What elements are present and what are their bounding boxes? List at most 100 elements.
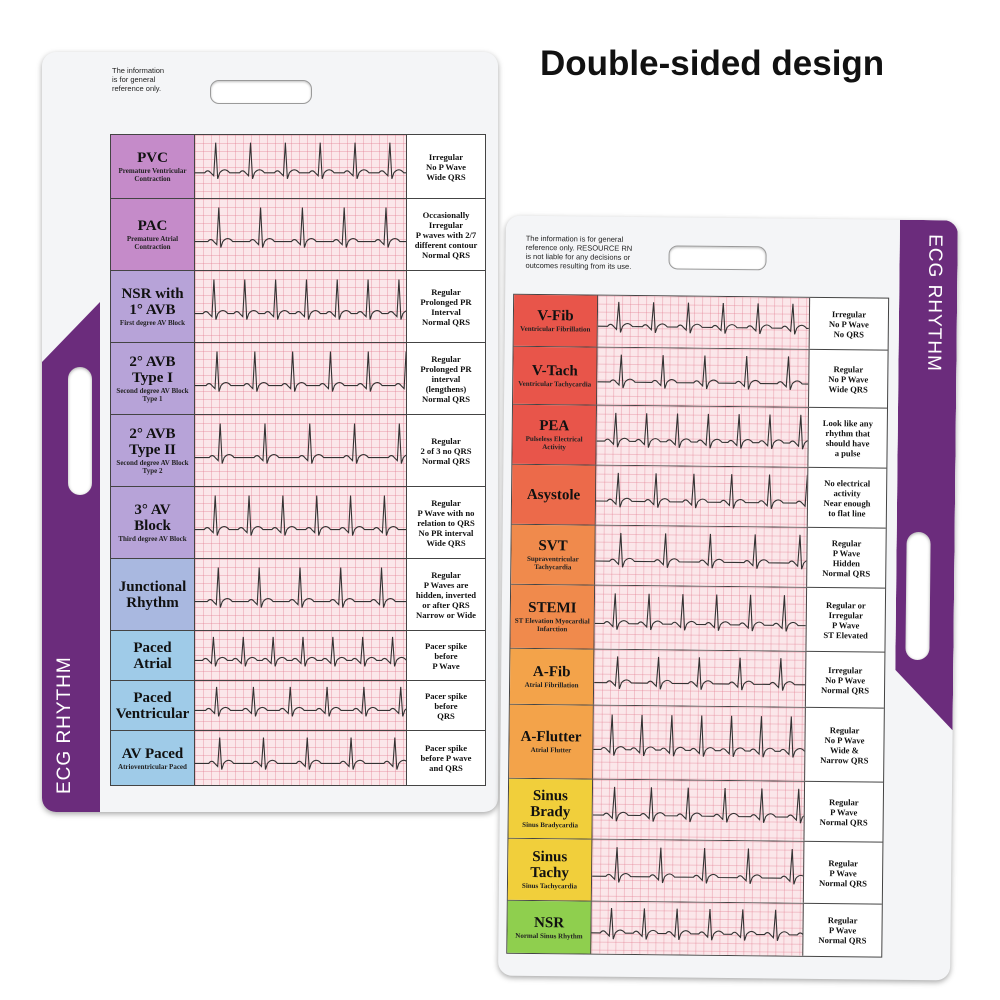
rhythm-description: Regular No P Wave Wide & Narrow QRS [820, 724, 869, 765]
rhythm-name: PVC [137, 150, 168, 166]
ecg-waveform [596, 472, 808, 510]
rhythm-name: Paced Atrial [133, 639, 172, 672]
rhythm-description-cell: Pacer spike before P wave and QRS [407, 731, 485, 785]
rhythm-description-cell: Regular No P Wave Wide & Narrow QRS [805, 708, 884, 782]
rhythm-description: Look like any rhythm that should have a … [822, 417, 873, 458]
left-band-slot [68, 367, 92, 495]
ecg-trace [195, 686, 406, 717]
rhythm-description-cell: No electrical activity Near enough to fl… [808, 468, 887, 528]
ecg-trace [195, 207, 406, 248]
rhythm-description-cell: Pacer spike before P Wave [407, 631, 485, 680]
ecg-trace [195, 495, 406, 536]
ecg-waveform [592, 847, 804, 885]
headline: Double-sided design [540, 44, 885, 83]
ecg-waveform [594, 656, 806, 692]
rhythm-description-cell: Pacer spike before QRS [407, 681, 485, 730]
ecg-trace [596, 472, 808, 510]
ecg-waveform [591, 907, 803, 942]
rhythm-name: PEA [539, 418, 570, 435]
rhythm-name-cell: Asystole [511, 464, 597, 525]
rhythm-description: Pacer spike before P wave and QRS [420, 743, 472, 773]
ecg-trace [595, 532, 807, 570]
rhythm-subtitle: ST Elevation Myocardial Infarction [514, 616, 590, 634]
ecg-trace [592, 786, 805, 824]
ecg-strip [597, 295, 811, 349]
rhythm-description-cell: Regular No P Wave Wide QRS [809, 350, 888, 408]
rhythm-description-cell: Look like any rhythm that should have a … [808, 408, 887, 468]
ecg-strip [593, 649, 807, 707]
rhythm-description: Irregular No P Wave No QRS [828, 308, 869, 339]
rhythm-description: Regular Prolonged PR interval (lengthens… [420, 353, 472, 404]
right-card: The information is for general reference… [498, 215, 958, 981]
ecg-strip [592, 779, 806, 841]
ecg-trace [195, 737, 406, 770]
rhythm-name: Paced Ventricular [115, 689, 190, 722]
rhythm-description: Regular P Waves are hidden, inverted or … [415, 569, 477, 620]
ecg-waveform [195, 567, 406, 608]
ecg-waveform [195, 423, 406, 464]
right-band-slot [905, 531, 931, 661]
ecg-trace [597, 354, 809, 391]
ecg-strip [591, 839, 805, 903]
rhythm-subtitle: First degree AV Block [119, 319, 186, 327]
rhythm-description: No electrical activity Near enough to fl… [823, 477, 871, 518]
rhythm-description-cell: Regular P Wave Normal QRS [803, 904, 882, 957]
rhythm-description: Regular P Wave with no relation to QRS N… [417, 497, 475, 548]
rhythm-subtitle: Premature Ventricular Contraction [118, 167, 187, 183]
rhythm-description: Regular P Wave Normal QRS [818, 915, 867, 946]
rhythm-name-cell: Paced Atrial [111, 631, 195, 680]
ecg-trace [593, 714, 805, 758]
rhythm-description: Occasionally Irregular P waves with 2/7 … [414, 209, 478, 260]
rhythm-subtitle: Atrial Fibrillation [524, 680, 579, 690]
ecg-strip [195, 681, 407, 730]
rhythm-subtitle: Supraventricular Tachycardia [526, 554, 579, 572]
right-band-label: ECG RHYTHM [923, 234, 946, 372]
rhythm-description-cell: Irregular No P Wave No QRS [810, 298, 889, 350]
ecg-trace [195, 567, 406, 608]
rhythm-subtitle: Normal Sinus Rhythm [515, 931, 583, 940]
ecg-strip [195, 135, 407, 198]
rhythm-name-cell: Junctional Rhythm [111, 559, 195, 630]
left-disclaimer: The information is for general reference… [112, 66, 165, 93]
ecg-trace [195, 351, 406, 392]
ecg-waveform [195, 636, 406, 667]
rhythm-description: Regular No P Wave Wide QRS [828, 363, 869, 394]
ecg-strip [596, 405, 809, 467]
rhythm-name: Sinus Tachy [530, 848, 570, 882]
rhythm-description: Regular P Wave Normal QRS [818, 857, 868, 888]
rhythm-description: Regular or Irregular P Wave ST Elevated [823, 599, 868, 640]
ecg-waveform [596, 412, 808, 450]
rhythm-description: Pacer spike before P Wave [424, 640, 468, 671]
rhythm-subtitle: Atrial Flutter [530, 745, 572, 755]
ecg-trace [596, 412, 808, 450]
rhythm-subtitle: Pulseless Electrical Activity [525, 434, 583, 452]
rhythm-subtitle: Second degree AV Block Type 1 [116, 387, 189, 403]
ecg-waveform [597, 354, 809, 391]
ecg-trace [592, 847, 804, 885]
rhythm-name: V-Tach [531, 362, 578, 380]
ecg-strip [195, 559, 407, 630]
ecg-trace [597, 301, 810, 335]
ecg-waveform [595, 532, 807, 570]
rhythm-description: Regular P Wave Hidden Normal QRS [822, 537, 871, 578]
